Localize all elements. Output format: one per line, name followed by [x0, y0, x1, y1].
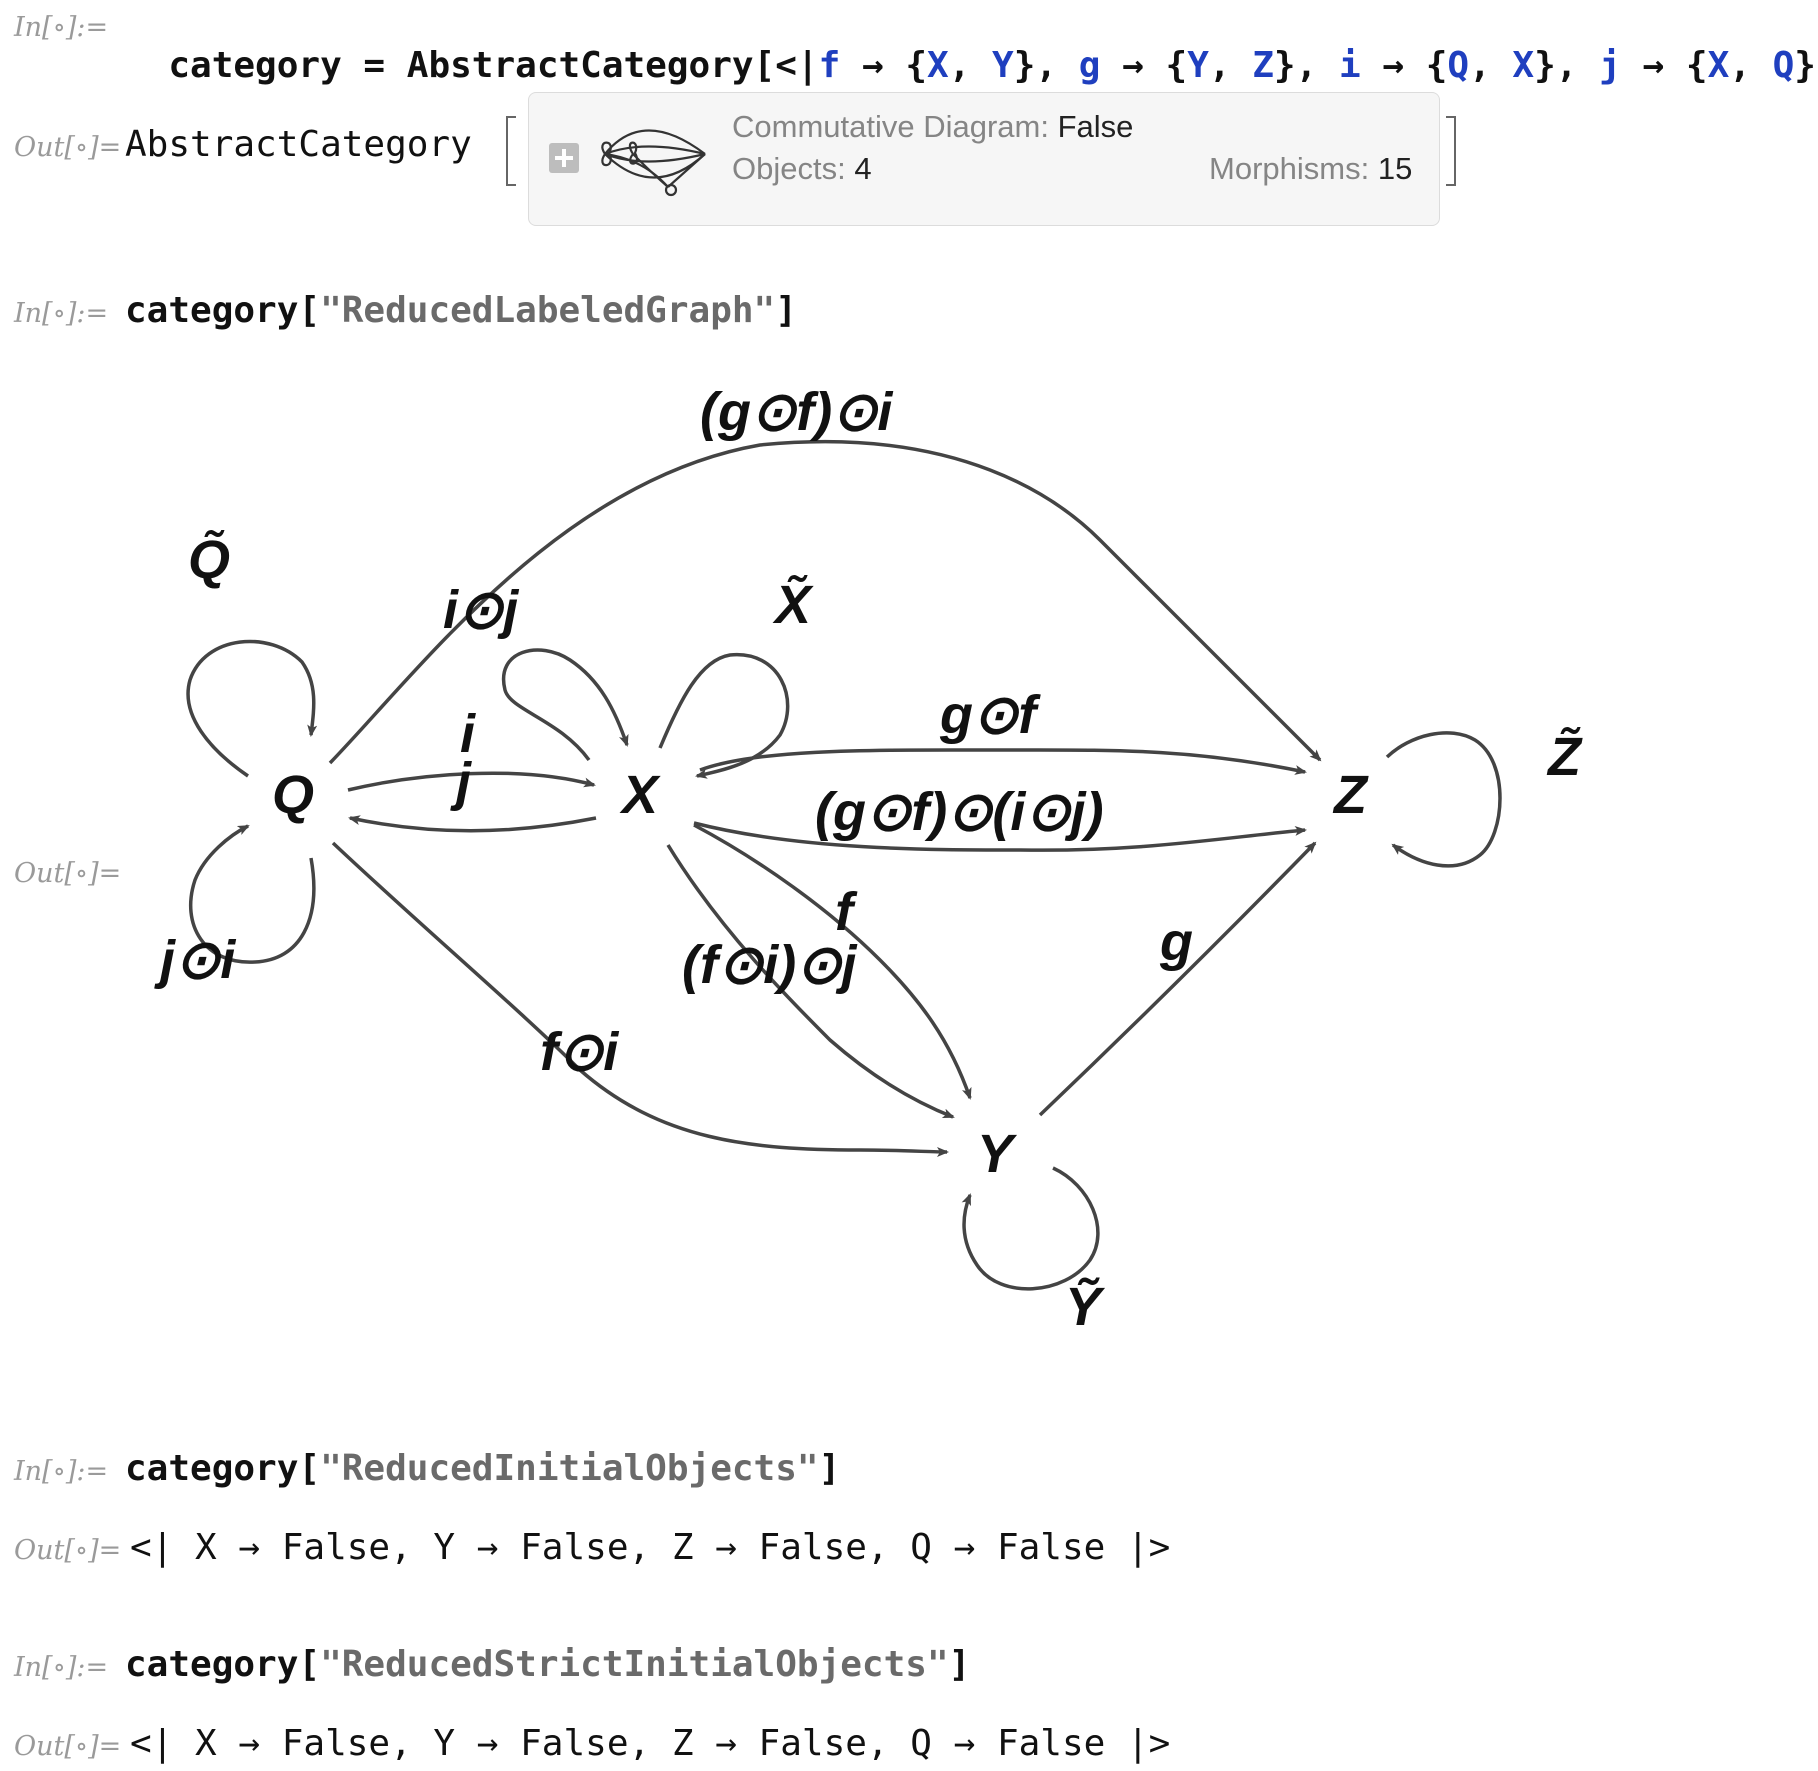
edge-Y-Z-g — [1038, 841, 1317, 1117]
edge-Z-loop — [1385, 731, 1502, 868]
label-f: f — [835, 882, 858, 942]
node-X: X — [619, 765, 661, 825]
output-initial-objects: <| X → False, Y → False, Z → False, Q → … — [130, 1527, 1171, 1568]
label-ij: i⊙j — [443, 580, 519, 640]
expand-plus-icon[interactable] — [549, 143, 579, 173]
node-Q: Q — [272, 765, 314, 825]
out-label-4: Out[∘]= — [14, 1731, 122, 1762]
edge-Q-Y-fi — [331, 841, 949, 1157]
out-label-1: Out[∘]= — [14, 132, 122, 163]
input-line-2[interactable]: category["ReducedLabeledGraph"] — [125, 290, 797, 331]
edge-Q-Z-gfi — [328, 439, 1322, 765]
label-ji: j⊙i — [154, 930, 236, 990]
edge-X-Y-f — [693, 823, 972, 1100]
edge-X-Y-fij — [666, 844, 955, 1119]
label-g: g — [1159, 912, 1193, 972]
label-Zt: Z̃ — [1546, 727, 1583, 787]
input-line-1[interactable]: category = AbstractCategory[<|f → {X, Y}… — [168, 45, 1818, 86]
label-fi: f⊙i — [540, 1022, 619, 1082]
summary-panel[interactable]: Commutative Diagram: False Objects: 4 Mo… — [528, 92, 1440, 226]
edge-Q-loop-Qt — [186, 639, 318, 778]
label-gfi: (g⊙f)⊙i — [700, 382, 893, 442]
in-label-1: In[∘]:= — [14, 12, 109, 43]
label-i: i — [460, 704, 476, 764]
label-gfij: (g⊙f)⊙(i⊙j) — [815, 782, 1104, 842]
edge-X-Z-gfij — [693, 821, 1307, 852]
edge-X-Z-gf — [699, 748, 1307, 775]
in-label-3: In[∘]:= — [14, 1456, 109, 1487]
edge-X-Q-j — [348, 815, 597, 833]
label-Xt: X̃ — [772, 575, 814, 635]
in-label-2: In[∘]:= — [14, 298, 109, 329]
objects-row: Objects: 4 — [732, 151, 872, 186]
label-Yt: Ỹ — [1065, 1277, 1106, 1337]
label-fij: (f⊙i)⊙j — [682, 935, 857, 995]
output-strict-initial-objects: <| X → False, Y → False, Z → False, Q → … — [130, 1723, 1171, 1764]
summary-left-bracket — [506, 116, 516, 186]
node-Y: Y — [977, 1124, 1018, 1184]
label-j: j — [450, 752, 472, 812]
edge-X-loop-right — [658, 653, 790, 779]
label-gf: g⊙f — [939, 685, 1041, 745]
out-label-3: Out[∘]= — [14, 1535, 122, 1566]
edge-Y-loop — [961, 1166, 1100, 1291]
out-label-2: Out[∘]= — [14, 858, 122, 889]
category-thumbnail-icon — [601, 129, 706, 197]
input-line-3[interactable]: category["ReducedInitialObjects"] — [125, 1448, 841, 1489]
in-label-4: In[∘]:= — [14, 1652, 109, 1683]
summary-right-bracket — [1446, 116, 1456, 186]
input-line-4[interactable]: category["ReducedStrictInitialObjects"] — [125, 1644, 971, 1685]
node-Z: Z — [1332, 765, 1369, 825]
label-Qt: Q̃ — [188, 530, 230, 590]
commutative-diagram-row: Commutative Diagram: False — [732, 109, 1134, 144]
edge-Q-X-i — [347, 771, 596, 792]
edge-Q-loop-ji — [189, 824, 316, 964]
morphisms-row: Morphisms: 15 — [1209, 151, 1413, 186]
edge-X-loop-left — [501, 648, 629, 762]
summary-head: AbstractCategory — [125, 124, 472, 165]
